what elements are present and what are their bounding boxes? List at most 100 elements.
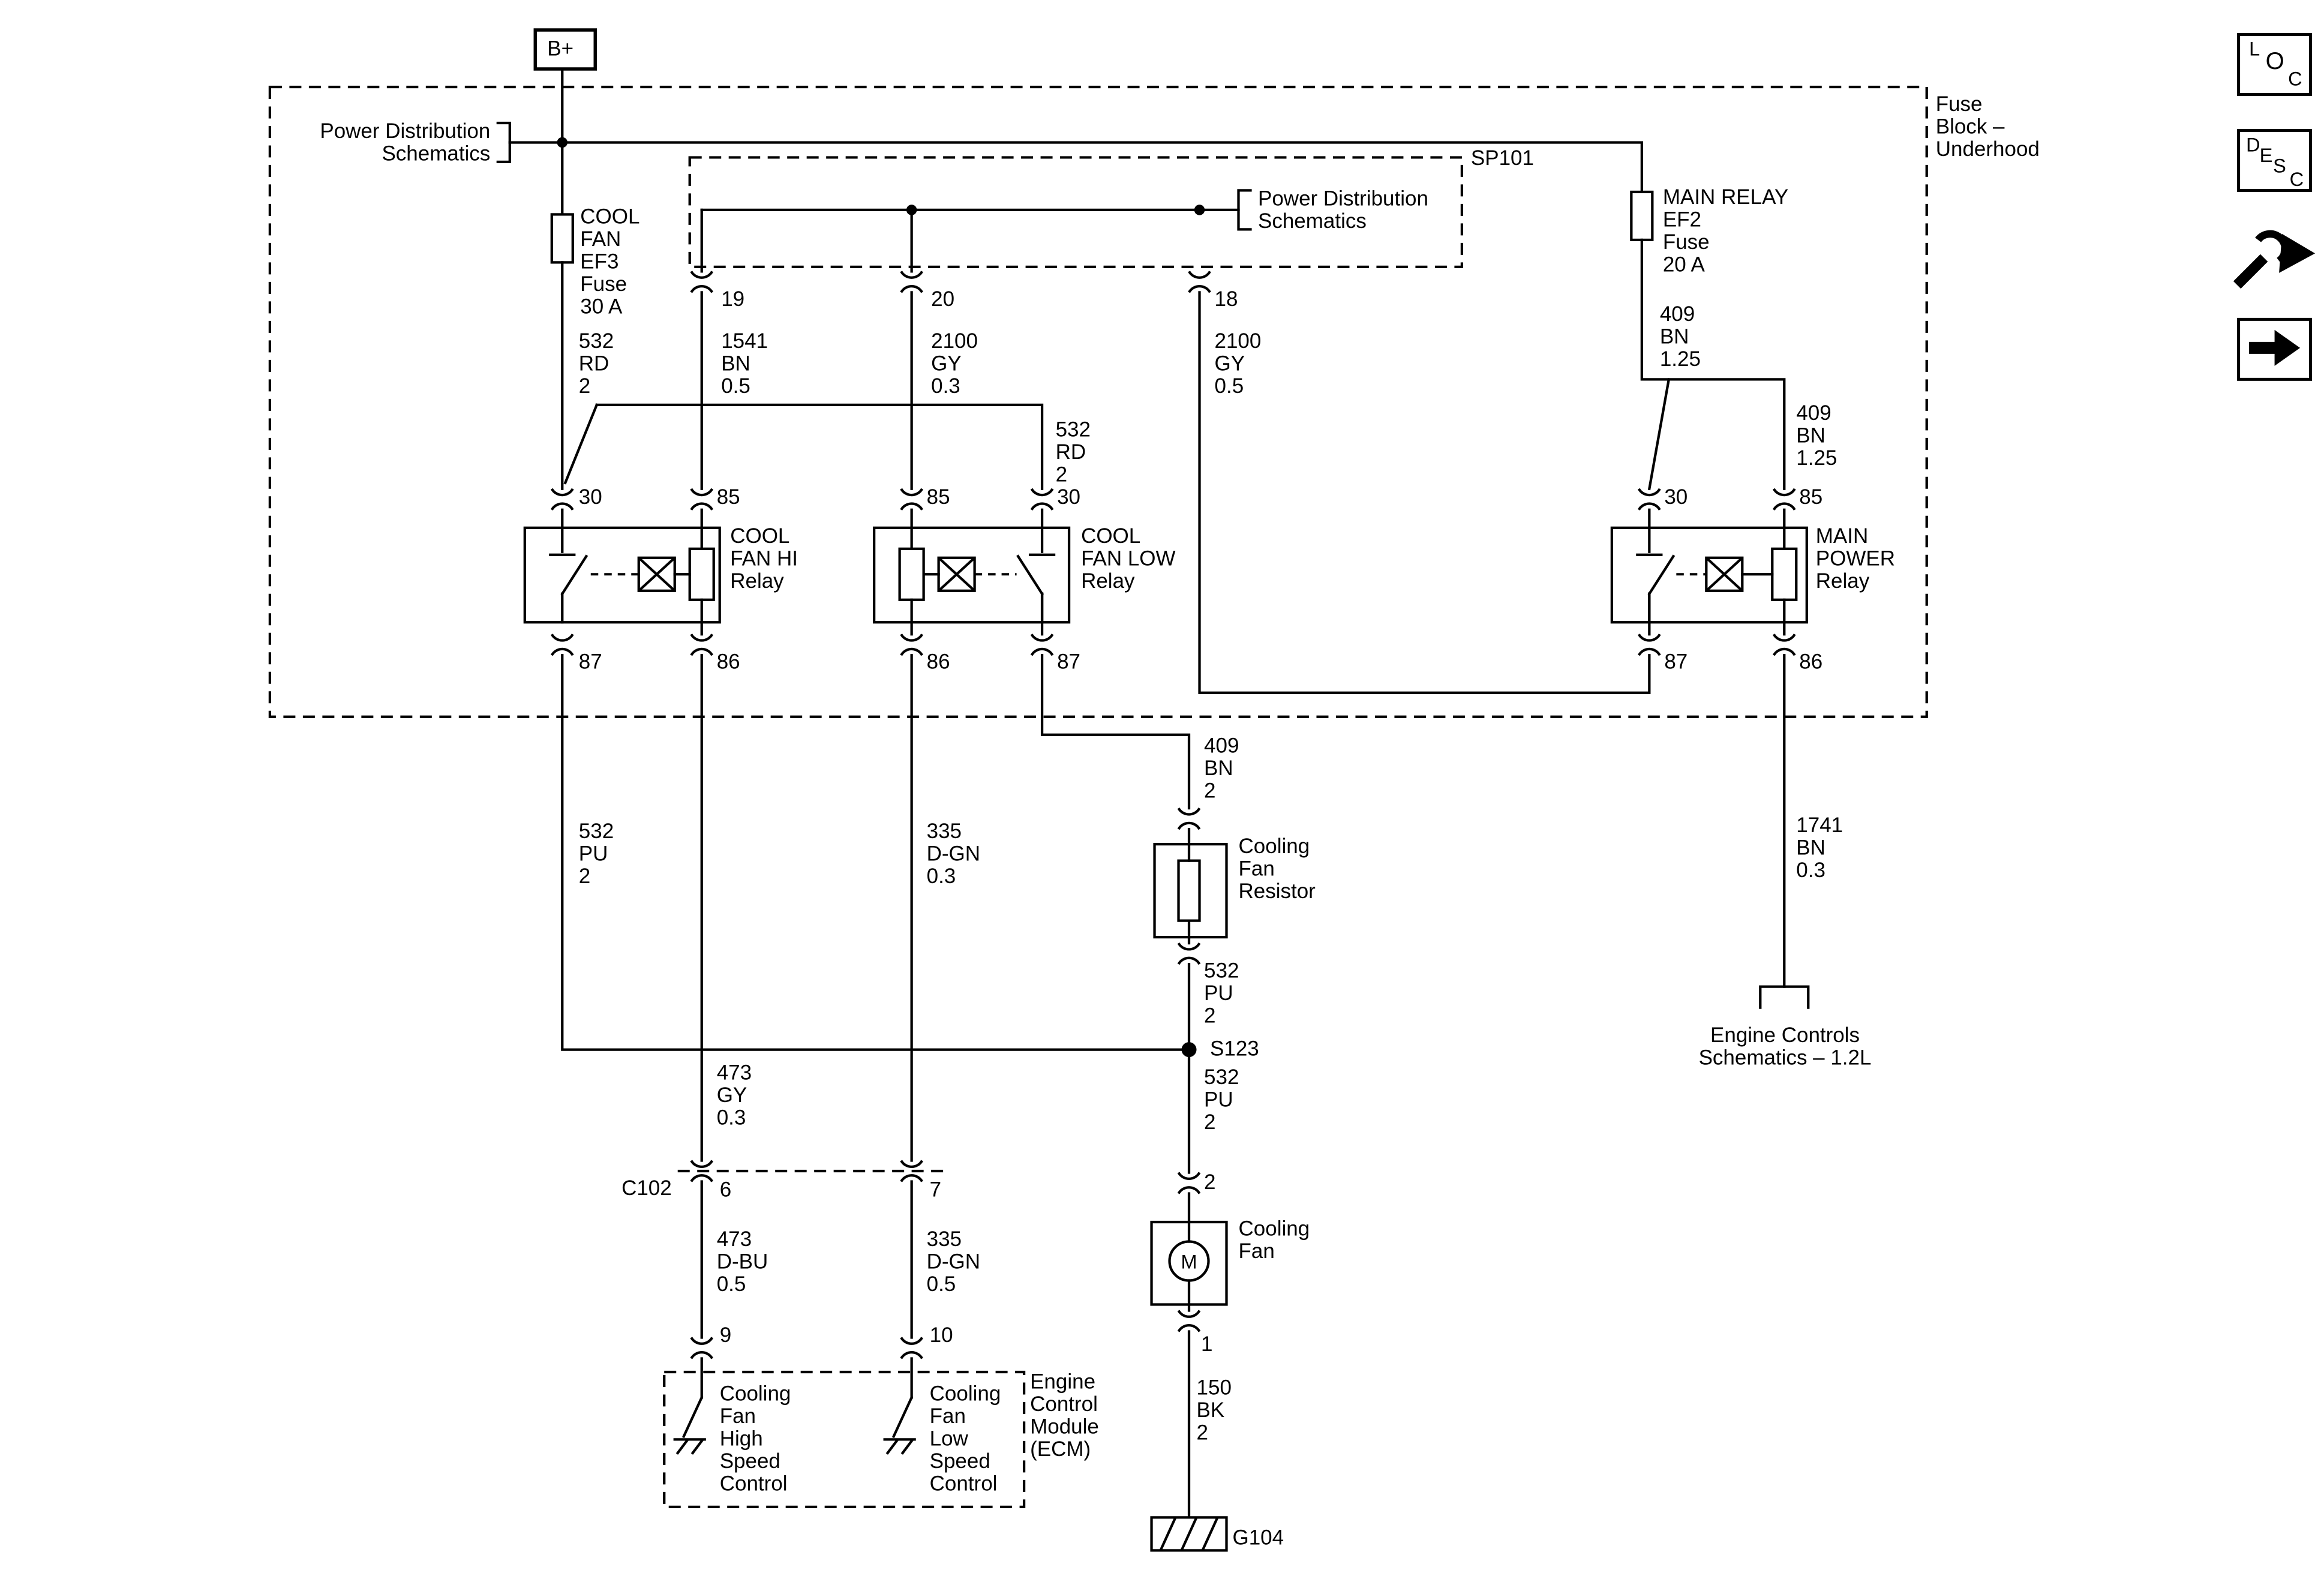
loc-letter-o: O <box>2265 49 2284 75</box>
desc-letter-d: D <box>2246 133 2260 156</box>
inline-connectors <box>552 271 1795 1358</box>
main-power-relay-symbol <box>1610 526 1808 624</box>
forward-arrow-glyph <box>2249 329 2301 366</box>
wire-label-1741-bn: 1741 BN 0.3 <box>1796 812 1843 882</box>
wire-label-335-dgn-05: 335 D-GN 0.5 <box>926 1226 981 1296</box>
wire-409-bn-2 <box>1040 654 1191 810</box>
fan-pin-1: 1 <box>1201 1331 1213 1356</box>
low-relay-pin-86: 86 <box>926 649 950 674</box>
splice-s123-label: S123 <box>1210 1036 1259 1061</box>
sp101-box <box>688 156 1464 269</box>
cool-fan-low-relay-symbol <box>873 526 1071 624</box>
fuse-ef2-symbol <box>1630 190 1654 242</box>
wire-409-bn-125 <box>1640 238 1786 490</box>
hi-relay-pin-85: 85 <box>716 484 740 509</box>
splice-s123-dot <box>1181 1042 1197 1058</box>
ground-g104-label: G104 <box>1232 1524 1284 1549</box>
main-relay-pin-85: 85 <box>1799 484 1823 509</box>
wire-power-bus <box>508 141 1643 194</box>
wire-label-2100-gy-03: 2100 GY 0.3 <box>931 328 978 398</box>
sp101-pin-18: 18 <box>1214 286 1238 311</box>
ecm-box <box>663 1370 1026 1509</box>
ecm-pin-10: 10 <box>929 1322 953 1347</box>
wire-label-2100-gy-05: 2100 GY 0.5 <box>1214 328 1262 398</box>
main-relay-pin-87: 87 <box>1664 649 1688 674</box>
desc-letter-e: E <box>2259 143 2273 167</box>
wire-label-1541-bn: 1541 BN 0.5 <box>721 328 768 398</box>
loc-letter-l: L <box>2249 37 2260 60</box>
power-distribution-ref-left: Power Distribution Schematics <box>320 118 491 165</box>
ground-symbol <box>1150 1516 1228 1552</box>
bplus-label: B+ <box>547 35 574 60</box>
cool-fan-hi-relay-label: COOL FAN HI Relay <box>730 523 798 593</box>
low-relay-pin-87: 87 <box>1057 649 1081 674</box>
ecm-low-speed-control-label: Cooling Fan Low Speed Control <box>929 1380 1001 1495</box>
wire-409-bn-diag <box>1647 377 1671 491</box>
circuit-wires <box>496 67 1810 1519</box>
forward-arrow-icon[interactable] <box>2237 317 2313 381</box>
cool-fan-low-relay-label: COOL FAN LOW Relay <box>1081 523 1176 593</box>
wire-label-473-gy: 473 GY 0.3 <box>716 1060 752 1130</box>
main-relay-pin-30: 30 <box>1664 484 1688 509</box>
desc-icon[interactable]: D E S C <box>2237 128 2313 192</box>
junction-dots <box>557 137 1205 1058</box>
wire-label-532-pu-res: 532 PU 2 <box>1204 958 1239 1028</box>
ecm-label: Engine Control Module (ECM) <box>1030 1368 1099 1461</box>
hi-relay-pin-30: 30 <box>578 484 602 509</box>
ecm-high-speed-control-label: Cooling Fan High Speed Control <box>719 1380 791 1495</box>
offpage-bracket-left <box>496 121 511 164</box>
wrench-arrow-glyph <box>2233 230 2316 289</box>
cooling-fan-resistor-label: Cooling Fan Resistor <box>1238 833 1316 903</box>
component-symbols <box>523 28 1808 1552</box>
wire-label-409-bn-125-coil: 409 BN 1.25 <box>1796 400 1837 470</box>
offpage-bracket-sp101 <box>1237 189 1252 231</box>
fan-pin-2: 2 <box>1204 1169 1216 1194</box>
connector-c102-label: C102 <box>621 1175 672 1200</box>
fuse-block-label: Fuse Block – Underhood <box>1935 91 2040 161</box>
c102-pin-6: 6 <box>719 1177 732 1202</box>
power-distribution-ref-sp101: Power Distribution Schematics <box>1257 185 1428 233</box>
motor-letter: M <box>1181 1250 1197 1273</box>
wire-label-473-dbu: 473 D-BU 0.5 <box>716 1226 768 1296</box>
sp101-pin-19: 19 <box>721 286 745 311</box>
low-relay-pin-85: 85 <box>926 484 950 509</box>
main-power-relay-label: MAIN POWER Relay <box>1815 523 1895 593</box>
engine-controls-ref: Engine Controls Schematics – 1.2L <box>1698 1022 1872 1070</box>
fuse-ef2-label: MAIN RELAY EF2 Fuse 20 A <box>1662 184 1789 276</box>
wire-label-532-rd: 532 RD 2 <box>578 328 614 398</box>
wire-label-150-bk: 150 BK 2 <box>1196 1374 1232 1444</box>
wire-label-409-bn-125-fuse: 409 BN 1.25 <box>1659 301 1701 371</box>
fuse-block-box <box>268 85 1928 718</box>
fuse-ef3-symbol <box>550 213 574 264</box>
cool-fan-hi-relay-symbol <box>523 526 721 624</box>
dashed-boundaries <box>268 85 1928 1509</box>
bplus-box <box>533 28 597 71</box>
c102-pin-7: 7 <box>929 1177 942 1202</box>
fuse-ef3-label: COOL FAN EF3 Fuse 30 A <box>580 203 640 318</box>
cooling-fan-motor-symbol <box>1150 1220 1228 1306</box>
wire-label-532-pu-hi: 532 PU 2 <box>578 818 614 888</box>
desc-letter-c: C <box>2289 167 2304 191</box>
wire-label-409-bn-2: 409 BN 2 <box>1204 733 1239 803</box>
wire-532-rd-branch <box>595 403 1044 490</box>
wire-532-pu <box>561 654 1191 1051</box>
ecm-pin-9: 9 <box>719 1322 732 1347</box>
wire-2100-gy-05 <box>1198 291 1651 694</box>
wire-label-335-dgn-03: 335 D-GN 0.3 <box>926 818 981 888</box>
sp101-pin-20: 20 <box>931 286 955 311</box>
wire-label-532-rd-branch: 532 RD 2 <box>1055 416 1091 486</box>
wire-label-532-pu-fan: 532 PU 2 <box>1204 1064 1239 1134</box>
low-relay-pin-30: 30 <box>1057 484 1081 509</box>
main-relay-pin-86: 86 <box>1799 649 1823 674</box>
wrench-arrow-icon[interactable] <box>2228 219 2318 294</box>
desc-letter-s: S <box>2273 154 2286 177</box>
hi-relay-pin-87: 87 <box>578 649 602 674</box>
loc-letter-c: C <box>2288 67 2302 90</box>
sp101-label: SP101 <box>1470 145 1535 170</box>
hi-relay-pin-86: 86 <box>716 649 740 674</box>
wire-532-rd-branch-diag <box>563 403 599 485</box>
cooling-fan-label: Cooling Fan <box>1238 1216 1310 1263</box>
loc-icon[interactable]: L O C <box>2237 32 2313 96</box>
